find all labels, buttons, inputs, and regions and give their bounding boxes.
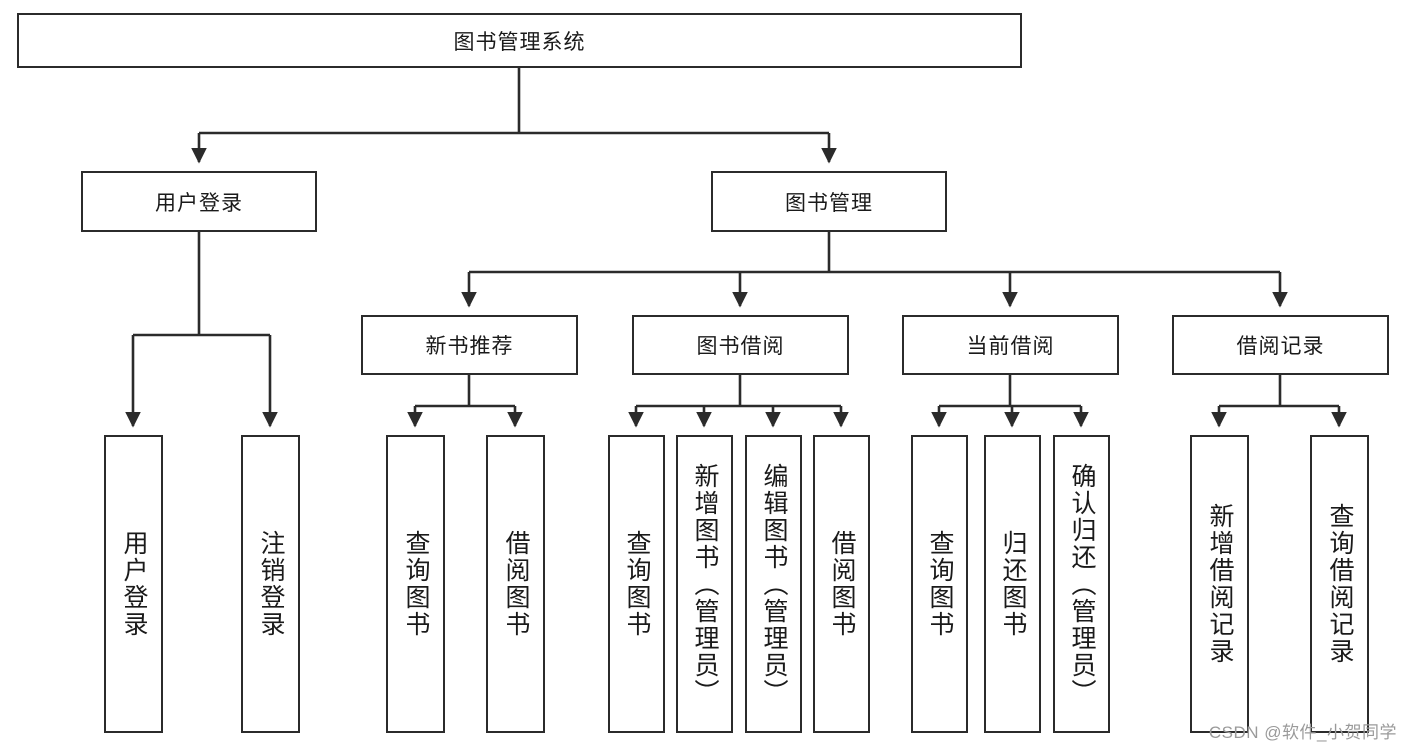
leaf-node-label: 注销登录: [257, 530, 285, 638]
node-book-management-label: 图书管理: [785, 191, 873, 215]
leaf-node-label: 查询图书: [402, 530, 430, 638]
watermark: CSDN @软件_小贺同学: [1208, 723, 1397, 742]
leaf-node-label: 借阅图书: [828, 530, 856, 638]
leaf-node-label: 查询借阅记录: [1326, 503, 1354, 665]
node-book-management[interactable]: 图书管理: [711, 171, 947, 232]
node-root-label: 图书管理系统: [453, 30, 586, 54]
node-book-borrow-label: 图书借阅: [696, 335, 785, 358]
leaf-node-label: 新增借阅记录: [1206, 503, 1234, 665]
leaf-node[interactable]: 确认归还（管理员）: [1053, 435, 1110, 733]
leaf-node-label: 用户登录: [120, 530, 148, 638]
node-current-borrow-label: 当前借阅: [966, 335, 1055, 358]
leaf-node[interactable]: 查询图书: [386, 435, 445, 733]
leaf-node[interactable]: 查询图书: [911, 435, 968, 733]
leaf-node-label: 确认归还（管理员）: [1068, 462, 1096, 706]
node-current-borrow[interactable]: 当前借阅: [902, 315, 1119, 375]
leaf-node[interactable]: 查询图书: [608, 435, 665, 733]
leaf-node[interactable]: 编辑图书（管理员）: [745, 435, 802, 733]
leaf-node[interactable]: 新增借阅记录: [1190, 435, 1249, 733]
leaf-node[interactable]: 借阅图书: [486, 435, 545, 733]
leaf-node[interactable]: 注销登录: [241, 435, 300, 733]
node-user-login[interactable]: 用户登录: [81, 171, 317, 232]
node-root[interactable]: 图书管理系统: [17, 13, 1022, 68]
node-new-book-recommend[interactable]: 新书推荐: [361, 315, 578, 375]
node-user-login-label: 用户登录: [155, 191, 243, 215]
leaf-node-label: 查询图书: [623, 530, 651, 638]
leaf-node[interactable]: 借阅图书: [813, 435, 870, 733]
leaf-node-label: 归还图书: [999, 530, 1027, 638]
node-book-borrow[interactable]: 图书借阅: [632, 315, 849, 375]
leaf-node-label: 新增图书（管理员）: [691, 462, 719, 706]
leaf-node[interactable]: 新增图书（管理员）: [676, 435, 733, 733]
leaf-node[interactable]: 用户登录: [104, 435, 163, 733]
node-borrow-records[interactable]: 借阅记录: [1172, 315, 1389, 375]
leaf-node-label: 查询图书: [926, 530, 954, 638]
node-new-book-recommend-label: 新书推荐: [425, 335, 514, 358]
leaf-node[interactable]: 归还图书: [984, 435, 1041, 733]
leaf-node-label: 借阅图书: [502, 530, 530, 638]
leaf-node-label: 编辑图书（管理员）: [760, 462, 788, 706]
node-borrow-records-label: 借阅记录: [1236, 335, 1325, 358]
leaf-node[interactable]: 查询借阅记录: [1310, 435, 1369, 733]
